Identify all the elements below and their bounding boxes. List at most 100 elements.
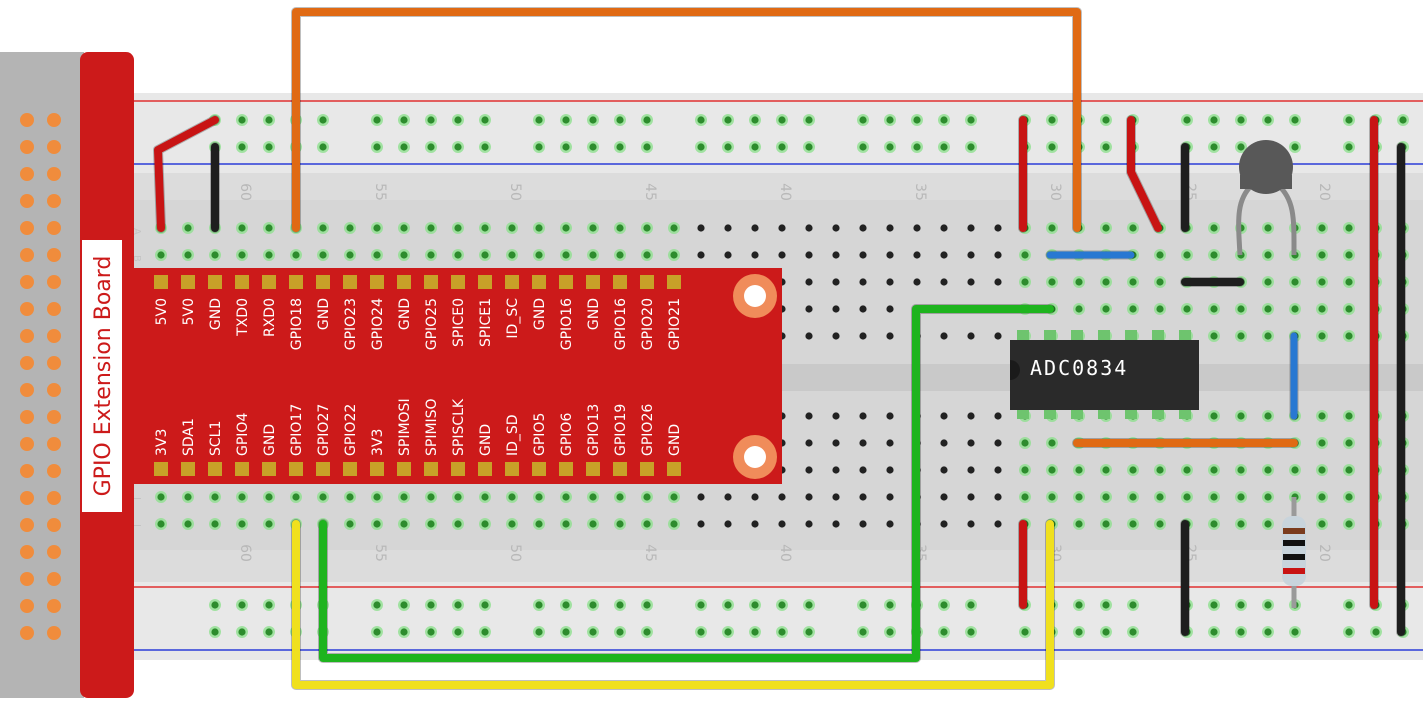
thermistor-leg: [1236, 183, 1254, 256]
hole: [967, 520, 975, 528]
hole: [238, 601, 246, 609]
hole: [1156, 466, 1164, 474]
hole: [805, 601, 813, 609]
pin-label: TXD0: [235, 298, 251, 337]
pin-label: ID_SD: [505, 414, 521, 456]
hole: [1156, 520, 1164, 528]
hole: [454, 628, 462, 636]
hole: [1075, 628, 1083, 636]
hole: [481, 628, 489, 636]
hole: [535, 493, 543, 501]
hole: [319, 116, 327, 124]
hole: [1021, 439, 1029, 447]
hole: [670, 224, 678, 232]
board-pin: [424, 462, 438, 476]
hole: [1102, 305, 1110, 313]
pin-label: 3V3: [370, 429, 386, 456]
hole: [562, 143, 570, 151]
hole: [1318, 466, 1326, 474]
hole: [1237, 305, 1245, 313]
board-pin: [667, 462, 681, 476]
board-pin: [235, 275, 249, 289]
hole: [211, 251, 219, 259]
pin-label: ID_SC: [505, 298, 521, 339]
board-pin: [451, 462, 465, 476]
hole: [211, 493, 219, 501]
hole: [805, 520, 813, 528]
hole: [427, 493, 435, 501]
hole: [670, 520, 678, 528]
hole: [265, 116, 273, 124]
hole: [1345, 332, 1353, 340]
board-pin: [289, 462, 303, 476]
pin-label: GPIO21: [667, 298, 683, 350]
pin-label: 3V3: [154, 429, 170, 456]
column-number: 45: [642, 183, 658, 201]
pin-label: GPIO19: [613, 404, 629, 456]
header-pin: [47, 113, 61, 127]
hole: [859, 466, 867, 474]
hole: [967, 628, 975, 636]
hole: [805, 251, 813, 259]
hole: [454, 493, 462, 501]
hole: [832, 332, 840, 340]
resistor-band: [1283, 568, 1305, 574]
header-pin: [47, 491, 61, 505]
hole: [751, 493, 759, 501]
hole: [589, 116, 597, 124]
column-number: 30: [1047, 183, 1063, 201]
hole: [1210, 412, 1218, 420]
pin-label: GND: [586, 298, 602, 330]
hole: [1318, 251, 1326, 259]
board-title: GPIO Extension Board: [91, 256, 116, 497]
header-pin: [20, 221, 34, 235]
pin-label: GND: [316, 298, 332, 330]
header-pin: [47, 626, 61, 640]
hole: [1237, 116, 1245, 124]
hole: [859, 224, 867, 232]
board-pin: [208, 462, 222, 476]
hole: [859, 412, 867, 420]
hole: [373, 143, 381, 151]
hole: [724, 628, 732, 636]
hole: [265, 520, 273, 528]
hole: [535, 628, 543, 636]
hole: [535, 520, 543, 528]
hole: [697, 251, 705, 259]
row-letter: I: [131, 497, 142, 500]
hole: [319, 143, 327, 151]
hole: [1345, 601, 1353, 609]
hole: [616, 493, 624, 501]
hole: [1345, 439, 1353, 447]
hole: [265, 628, 273, 636]
pin-label: SCL1: [208, 421, 224, 456]
hole: [1264, 466, 1272, 474]
hole: [535, 251, 543, 259]
board-pin: [586, 462, 600, 476]
hole: [1318, 439, 1326, 447]
board-pin: [181, 462, 195, 476]
hole: [1264, 493, 1272, 501]
hole: [1291, 466, 1299, 474]
pin-label: GPIO16: [559, 298, 575, 350]
hole: [373, 520, 381, 528]
column-number: 20: [1316, 544, 1332, 562]
hole: [940, 493, 948, 501]
hole: [1048, 278, 1056, 286]
hole: [400, 224, 408, 232]
hole: [157, 520, 165, 528]
hole: [832, 412, 840, 420]
board-pin: [586, 275, 600, 289]
header-pin: [47, 599, 61, 613]
hole: [859, 251, 867, 259]
pin-label: GPIO13: [586, 404, 602, 456]
hole: [886, 332, 894, 340]
header-pin: [20, 545, 34, 559]
hole: [1102, 628, 1110, 636]
hole: [1156, 493, 1164, 501]
hole: [400, 628, 408, 636]
hole: [346, 224, 354, 232]
header-pin: [47, 140, 61, 154]
hole: [589, 251, 597, 259]
hole: [1129, 466, 1137, 474]
